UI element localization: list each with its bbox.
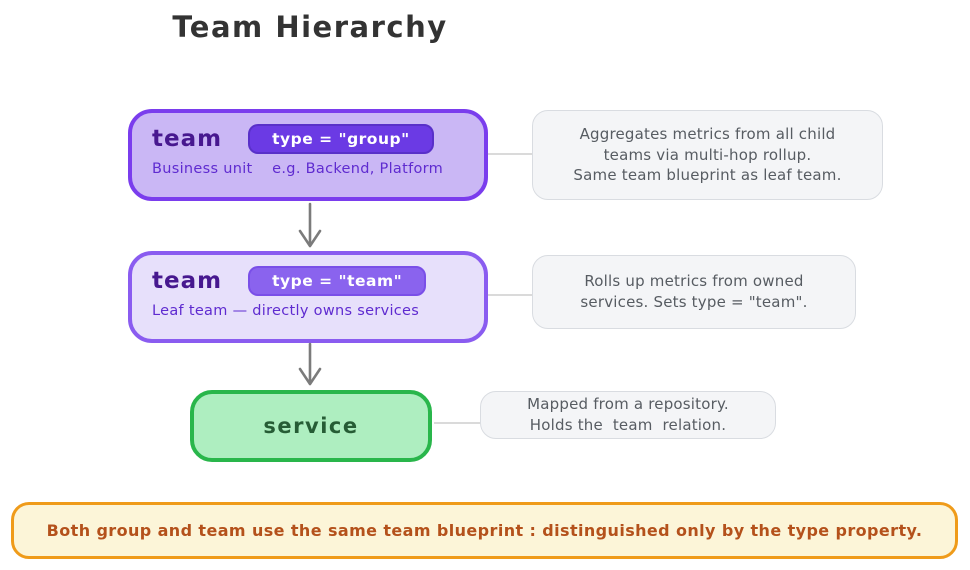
connector-leaf-callout bbox=[488, 294, 532, 296]
type-group-badge: type = "group" bbox=[248, 124, 434, 154]
page-title: Team Hierarchy bbox=[172, 10, 448, 44]
callout-group-team: Aggregates metrics from all child teams … bbox=[532, 110, 883, 200]
node-team-leaf-subtitle: Leaf team — directly owns services bbox=[152, 303, 420, 319]
callout-service: Mapped from a repository. Holds the team… bbox=[480, 391, 776, 439]
node-team-group-subtitle: Business unit e.g. Backend, Platform bbox=[152, 161, 444, 177]
node-service-label: service bbox=[263, 414, 359, 438]
arrow-down-group-to-leaf bbox=[298, 202, 322, 248]
callout-leaf-team: Rolls up metrics from owned services. Se… bbox=[532, 255, 856, 329]
node-team-leaf-label: team bbox=[152, 268, 223, 294]
type-team-badge: type = "team" bbox=[248, 266, 427, 296]
node-team-leaf[interactable]: team type = "team" Leaf team — directly … bbox=[128, 251, 488, 343]
node-team-group-header: team type = "group" bbox=[132, 113, 484, 154]
arrow-down-leaf-to-service bbox=[298, 342, 322, 386]
node-team-leaf-header: team type = "team" bbox=[132, 255, 484, 296]
node-team-group-label: team bbox=[152, 126, 223, 152]
connector-service-callout bbox=[434, 422, 480, 424]
node-team-group[interactable]: team type = "group" Business unit e.g. B… bbox=[128, 109, 488, 201]
node-service[interactable]: service bbox=[190, 390, 432, 462]
connector-group-callout bbox=[488, 153, 532, 155]
note-banner: Both group and team use the same team bl… bbox=[11, 502, 958, 559]
